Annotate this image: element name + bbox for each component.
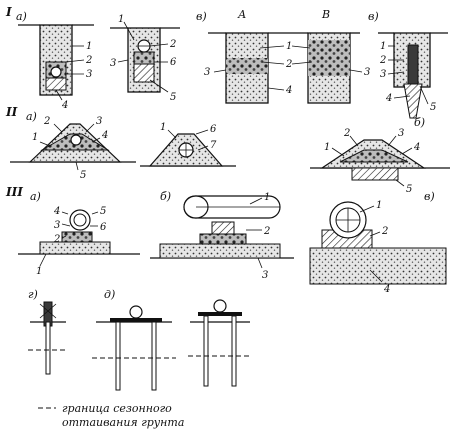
num: 2 (381, 226, 388, 237)
num: 3 (398, 128, 404, 139)
num: 4 (383, 284, 390, 295)
section-2: II a) 2 3 1 4 5 (5, 105, 450, 195)
num: 3 (54, 220, 60, 231)
subfig-label-1v: в) (196, 10, 207, 23)
num: 3 (96, 116, 102, 127)
num: 6 (100, 222, 107, 233)
num: 4 (285, 85, 292, 96)
num: 2 (169, 39, 176, 50)
section-1: I a) 1 2 3 4 (5, 5, 448, 119)
legend-line-2: оттаивания грунта (62, 416, 184, 429)
num: 3 (110, 58, 116, 69)
num: 2 (53, 234, 60, 245)
num: 2 (85, 55, 92, 66)
num: 1 (264, 192, 270, 203)
pile-g (28, 301, 68, 375)
pile-e (188, 299, 252, 387)
subfig-label-3a: a) (30, 190, 41, 203)
subfig-label-3b: б) (160, 190, 171, 203)
subfig-label-2a: a) (26, 110, 37, 123)
fig-3a: 4 3 2 5 6 1 (18, 206, 140, 277)
num: 6 (170, 57, 177, 68)
num: 5 (170, 92, 176, 103)
num: 5 (406, 184, 412, 195)
num: 6 (210, 124, 217, 135)
section-label-3: III (5, 185, 23, 199)
fig-2a: 2 3 1 4 5 (10, 116, 136, 181)
num: 1 (118, 14, 124, 25)
subfig-label-1g: в) (368, 10, 379, 23)
fig-1a: 1 2 3 4 (18, 24, 94, 111)
subfig-label-2b: б) (414, 116, 425, 129)
num: 4 (385, 93, 392, 104)
num: 1 (86, 41, 92, 52)
fig-2a-alt: 1 6 7 (140, 122, 236, 167)
fig-3v: в) 1 2 4 (309, 190, 447, 295)
num: 4 (413, 142, 420, 153)
pile-d (92, 305, 176, 391)
num: 2 (379, 55, 386, 66)
num: 1 (36, 266, 42, 277)
num: 3 (364, 67, 370, 78)
num: 4 (101, 130, 108, 141)
num: 2 (43, 116, 50, 127)
section-label-1: I (5, 5, 12, 19)
num: 3 (262, 270, 268, 281)
num: 2 (263, 226, 270, 237)
num: 1 (32, 132, 38, 143)
num: 3 (86, 69, 92, 80)
num: 5 (100, 206, 106, 217)
pile-figures: г) д) (28, 288, 252, 429)
num: 1 (160, 122, 166, 133)
fig-2b: б) 2 3 1 4 5 (310, 116, 450, 195)
num: 4 (61, 100, 68, 111)
legend-line-1: граница сезонного (62, 402, 172, 415)
num: 1 (324, 142, 330, 153)
num: 1 (286, 41, 292, 52)
num: 5 (80, 170, 86, 181)
subfig-label-1a: a) (16, 10, 27, 23)
subfig-label-3v: в) (424, 190, 435, 203)
fig-3b: б) 1 2 3 (150, 190, 294, 281)
num: 2 (285, 59, 292, 70)
subfig-label-A: А (237, 8, 246, 21)
legend: граница сезонного оттаивания грунта (38, 402, 184, 429)
num: 3 (380, 69, 386, 80)
subfig-label-g: г) (28, 288, 38, 301)
fig-1b: 1 2 3 6 5 (110, 14, 180, 103)
section-3: III a) 4 3 2 5 6 1 б) (5, 185, 447, 295)
num: 4 (53, 206, 60, 217)
num: 5 (430, 102, 436, 113)
subfig-label-d: д) (104, 288, 115, 301)
fig-1v: в) А В 1 2 3 4 3 (196, 8, 370, 104)
fig-1g: в) 1 2 3 4 5 (368, 10, 448, 119)
section-label-2: II (5, 105, 18, 119)
num: 3 (204, 67, 210, 78)
num: 2 (343, 128, 350, 139)
num: 7 (210, 140, 217, 151)
num: 1 (380, 41, 386, 52)
subfig-label-B: В (321, 8, 330, 21)
num: 1 (376, 200, 382, 211)
